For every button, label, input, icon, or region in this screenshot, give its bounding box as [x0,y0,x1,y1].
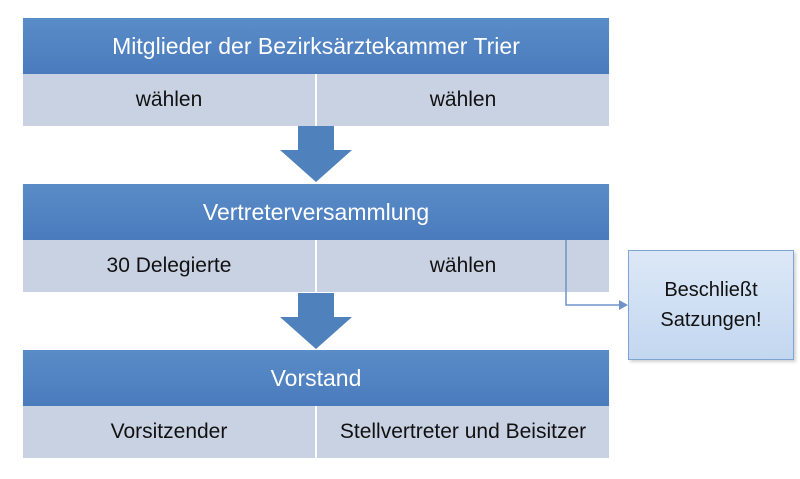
block-vorstand: Vorstand Vorsitzender Stellvertreter und… [23,350,609,458]
block-mitglieder: Mitglieder der Bezirksärztekammer Trier … [23,18,609,126]
cell-right: Stellvertreter und Beisitzer [315,406,609,458]
block-title: Mitglieder der Bezirksärztekammer Trier [23,18,609,74]
cell-right: wählen [315,240,609,292]
side-box-line-1: Beschließt [664,279,758,301]
cell-left: 30 Delegierte [23,240,315,292]
cell-left: Vorsitzender [23,406,315,458]
cell-right: wählen [315,74,609,126]
block-row: 30 Delegierte wählen [23,240,609,292]
block-title: Vertreterversammlung [23,184,609,240]
down-arrow-icon [280,126,352,182]
side-box-beschliesst: Beschließt Satzungen! [628,250,794,360]
block-title: Vorstand [23,350,609,406]
block-vertreterversammlung: Vertreterversammlung 30 Delegierte wähle… [23,184,609,292]
down-arrow-icon [280,293,352,349]
side-box-line-2: Satzungen! [660,309,762,331]
block-row: wählen wählen [23,74,609,126]
arrowhead-icon [619,300,628,310]
block-row: Vorsitzender Stellvertreter und Beisitze… [23,406,609,458]
cell-left: wählen [23,74,315,126]
